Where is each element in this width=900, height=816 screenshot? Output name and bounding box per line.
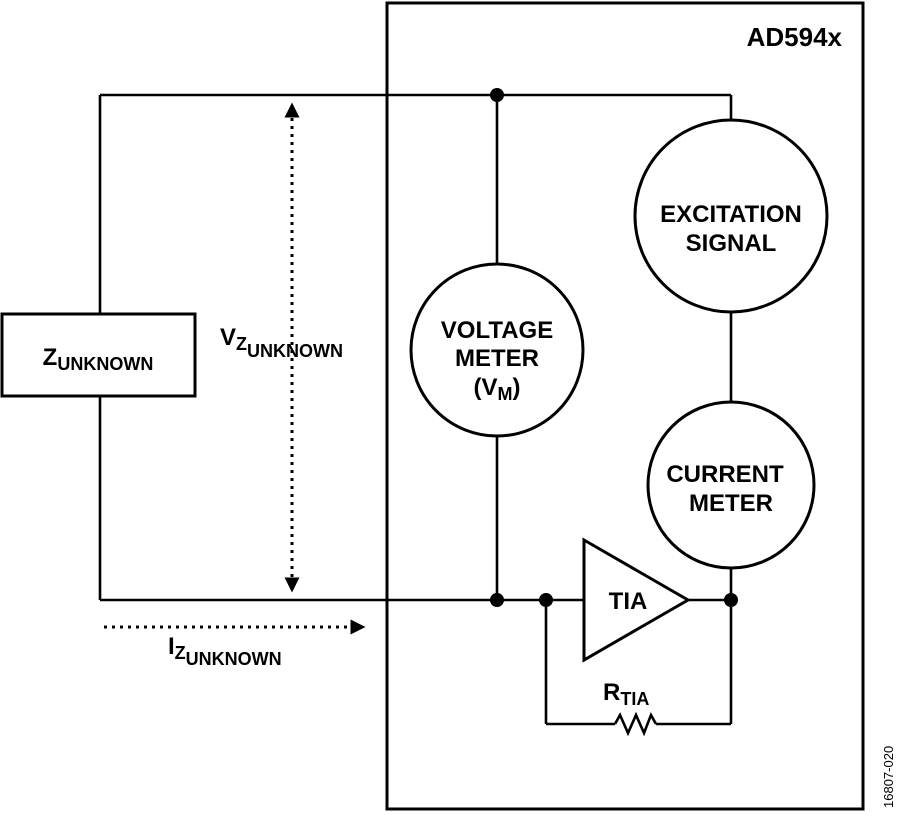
voltage-meter-circle	[409, 262, 585, 438]
voltage-meter-line3: (VM)	[474, 374, 521, 404]
z-unknown-label: ZUNKNOWN	[43, 344, 154, 374]
current-meter-line2: METER	[689, 490, 773, 517]
tia-label: TIA	[609, 588, 648, 615]
excitation-line1: EXCITATION	[660, 201, 802, 228]
current-label: IZUNKNOWN	[168, 633, 282, 669]
voltage-label: VZUNKNOWN	[220, 324, 343, 361]
voltage-meter-line2: METER	[455, 345, 539, 372]
voltage-meter-line1: VOLTAGE	[441, 317, 553, 344]
junction-dot	[724, 593, 738, 607]
junction-dot	[490, 593, 504, 607]
tia-amplifier	[582, 537, 692, 663]
junction-dot	[539, 593, 553, 607]
rtia-label: RTIA	[603, 679, 649, 709]
excitation-line2: SIGNAL	[686, 230, 777, 257]
z-unknown-box	[0, 312, 197, 398]
chip-name: AD594x	[747, 22, 843, 52]
chip-boundary	[385, 1, 865, 811]
current-meter-circle	[646, 400, 816, 570]
excitation-signal-circle	[633, 118, 829, 314]
rtia-resistor	[613, 711, 658, 737]
junction-dot	[490, 88, 504, 102]
figure-id: 16807-020	[881, 746, 896, 808]
current-meter-line1: CURRENT	[666, 461, 784, 488]
